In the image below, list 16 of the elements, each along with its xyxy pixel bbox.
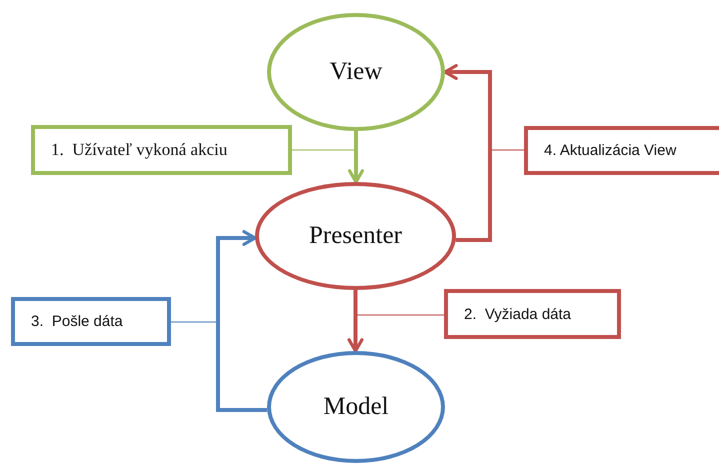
leader-line xyxy=(356,314,444,316)
step-box xyxy=(524,126,719,175)
arrow xyxy=(443,64,492,242)
arrow xyxy=(216,230,268,412)
step-label: 1. Užívateľ vykoná akciu xyxy=(51,140,228,160)
step-label: 4. Aktualizácia View xyxy=(544,142,676,159)
component-name: Model xyxy=(323,393,389,421)
component-name: View xyxy=(330,58,382,86)
step-label: 2. Vyžiada dáta xyxy=(464,306,572,322)
step-box xyxy=(31,125,292,175)
component-name: Presenter xyxy=(308,222,402,250)
arrow xyxy=(348,131,364,184)
step-box xyxy=(444,289,621,339)
step-box xyxy=(11,297,171,346)
arrow xyxy=(348,290,364,353)
step-label: 3. Pošle dáta xyxy=(31,313,123,330)
